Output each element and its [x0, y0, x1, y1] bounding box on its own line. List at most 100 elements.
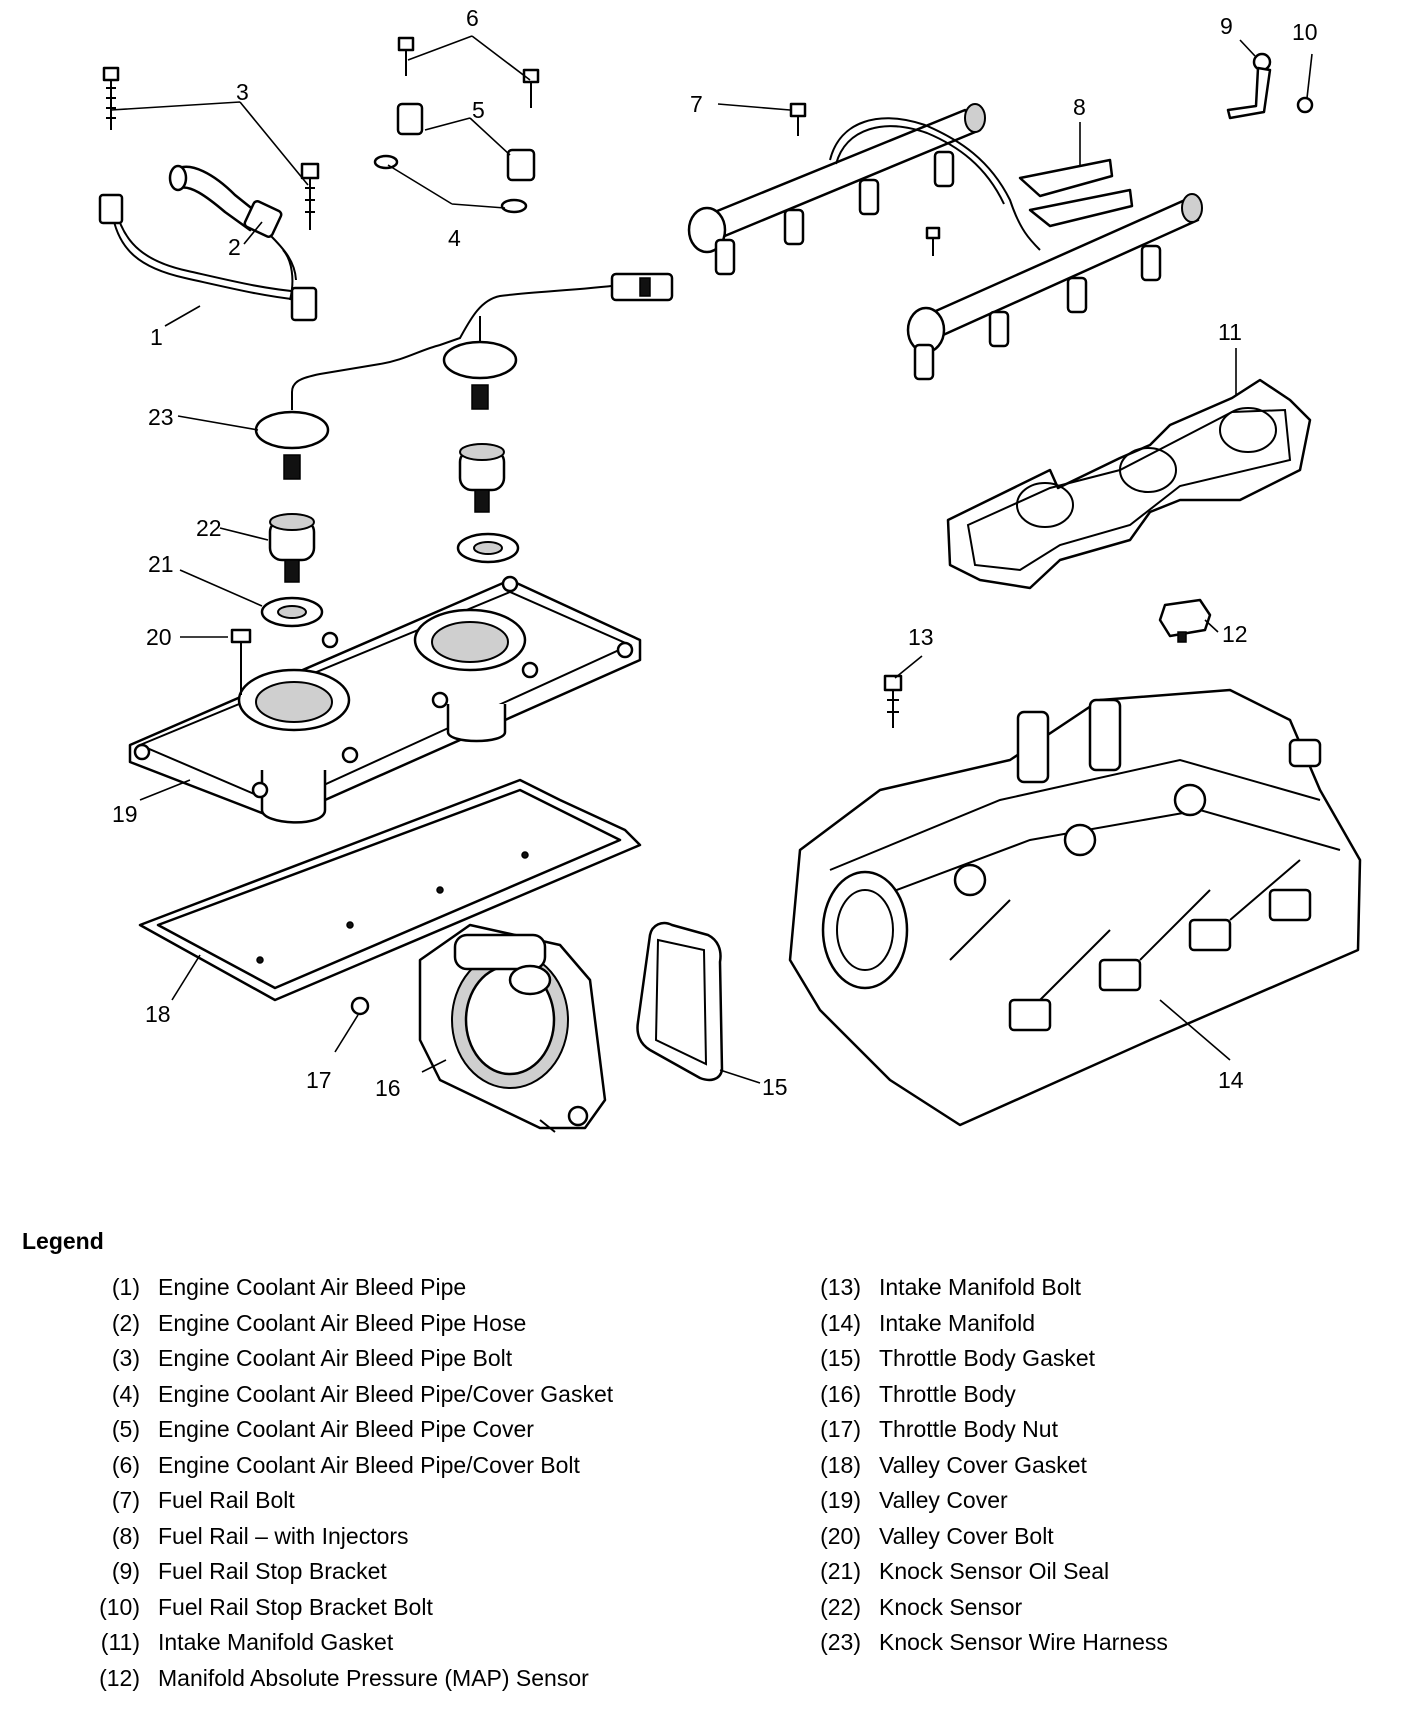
legend-item-label: Engine Coolant Air Bleed Pipe: [158, 1274, 467, 1300]
legend-item-number: (8): [111, 1522, 140, 1549]
legend-item: (7) Fuel Rail Bolt: [62, 1487, 613, 1523]
legend-item-label: Throttle Body Nut: [879, 1416, 1058, 1442]
callout-13: 13: [908, 624, 934, 650]
legend-item-number: (14): [820, 1309, 861, 1336]
legend-left-column: (1) Engine Coolant Air Bleed Pipe (2) Engin…: [62, 1274, 613, 1700]
valley-cover: [128, 575, 642, 824]
intake-manifold-bolt: [883, 674, 903, 728]
fuel-rail-stop-bracket-bolt: [1296, 96, 1314, 114]
legend-item-label: Engine Coolant Air Bleed Pipe Hose: [158, 1309, 527, 1336]
exploded-parts-diagram: 1 2 3 4 5 6 7 8 9 10 11 12 13 14 15 16 1…: [98, 5, 1362, 1133]
legend-item-number: (2): [111, 1309, 140, 1336]
coolant-air-bleed-pipe-hose: [168, 164, 297, 281]
callout-8: 8: [1073, 94, 1086, 120]
legend-item: (10) Fuel Rail Stop Bracket Bolt: [62, 1594, 613, 1630]
callout-4: 4: [448, 225, 461, 251]
callout-14: 14: [1218, 1067, 1244, 1093]
legend-item-label: Engine Coolant Air Bleed Pipe/Cover Gask…: [158, 1380, 614, 1407]
legend-item-label: Valley Cover: [879, 1487, 1008, 1513]
legend-item: (21) Knock Sensor Oil Seal: [795, 1558, 1168, 1594]
legend-item-number: (23): [820, 1629, 861, 1655]
legend-item-label: Fuel Rail Bolt: [158, 1487, 295, 1513]
callout-23: 23: [148, 404, 174, 430]
legend-item-number: (12): [99, 1664, 140, 1691]
legend-item-label: Engine Coolant Air Bleed Pipe Bolt: [158, 1345, 513, 1371]
legend-item: (9)Fuel Rail Stop Bracket: [62, 1558, 613, 1594]
legend-item-number: (21): [820, 1558, 861, 1584]
legend-item-number: (3): [111, 1345, 140, 1371]
callout-11: 11: [1218, 319, 1242, 345]
fuel-rail-bolt: [789, 102, 941, 256]
callout-2: 2: [228, 234, 241, 260]
callout-10: 10: [1292, 19, 1318, 45]
callout-18: 18: [145, 1001, 171, 1027]
legend-item: (16)Throttle Body: [795, 1381, 1168, 1417]
legend-item: (19) Valley Cover: [795, 1487, 1168, 1523]
callout-19: 19: [112, 801, 138, 827]
callout-21: 21: [148, 551, 174, 577]
legend-item: (18) Valley Cover Gasket: [795, 1452, 1168, 1488]
legend-item: (15) Throttle Body Gasket: [795, 1345, 1168, 1381]
legend-item: (4)Engine Coolant Air Bleed Pipe/Cover G…: [62, 1381, 613, 1417]
legend-item-number: (1): [111, 1274, 140, 1300]
callout-1: 1: [150, 324, 163, 350]
callout-20: 20: [146, 624, 172, 650]
legend-item: (2) Engine Coolant Air Bleed Pipe Hose: [62, 1310, 613, 1346]
intake-manifold: [788, 688, 1362, 1127]
knock-sensor-oil-seal: [260, 532, 520, 628]
legend-item-label: Fuel Rail – with Injectors: [158, 1522, 409, 1549]
legend-item-number: (22): [820, 1593, 861, 1620]
knock-sensor-wire-harness: [254, 272, 674, 480]
legend-item-number: (6): [111, 1451, 140, 1478]
leader-lines: [110, 35, 1313, 1084]
legend-item: (17) Throttle Body Nut: [795, 1416, 1168, 1452]
legend-item-number: (16): [820, 1380, 861, 1407]
legend-item-number: (15): [820, 1345, 861, 1371]
callout-3: 3: [236, 79, 249, 105]
legend-item-number: (18): [820, 1451, 861, 1478]
legend-item-number: (10): [99, 1593, 140, 1620]
coolant-air-bleed-pipe-bolt: [102, 66, 320, 230]
callout-17: 17: [306, 1067, 332, 1093]
fuel-rail-with-injectors: [687, 103, 1203, 381]
callout-7: 7: [690, 91, 703, 117]
legend-item: (5)Engine Coolant Air Bleed Pipe Cover: [62, 1416, 613, 1452]
legend-item-number: (13): [820, 1274, 861, 1300]
callout-22: 22: [196, 515, 222, 541]
fuel-injector: [714, 150, 1162, 381]
legend-item: (1) Engine Coolant Air Bleed Pipe: [62, 1274, 613, 1310]
legend-item: (23) Knock Sensor Wire Harness: [795, 1629, 1168, 1665]
legend-item-label: Manifold Absolute Pressure (MAP) Sensor: [158, 1664, 589, 1691]
throttle-body-nut: [350, 996, 370, 1016]
knock-sensor: [268, 443, 506, 583]
coolant-air-bleed-pipe-cover: [396, 102, 536, 182]
legend-item: (6) Engine Coolant Air Bleed Pipe/Cover B…: [62, 1452, 613, 1488]
legend-item: (12) Manifold Absolute Pressure (MAP) Sen…: [62, 1665, 613, 1701]
legend-item-number: (17): [820, 1416, 861, 1442]
callout-6: 6: [466, 5, 479, 31]
legend-item-label: Knock Sensor Wire Harness: [879, 1629, 1168, 1655]
legend-item-label: Intake Manifold: [879, 1309, 1035, 1336]
legend-item: (22) Knock Sensor: [795, 1594, 1168, 1630]
legend-item-label: Knock Sensor: [879, 1593, 1023, 1620]
legend-item-label: Engine Coolant Air Bleed Pipe/Cover Bolt: [158, 1451, 580, 1478]
legend-item-number: (20): [820, 1522, 861, 1549]
legend-title: Legend: [22, 1228, 104, 1254]
legend-item-label: Fuel Rail Stop Bracket Bolt: [158, 1593, 433, 1620]
legend-item-label: Intake Manifold Gasket: [158, 1629, 394, 1655]
legend-item-number: (7): [111, 1487, 140, 1513]
legend-item-label: Valley Cover Gasket: [879, 1451, 1087, 1478]
legend-item: (13)Intake Manifold Bolt: [795, 1274, 1168, 1310]
legend-item: (11)Intake Manifold Gasket: [62, 1629, 613, 1665]
map-sensor: [1158, 598, 1212, 643]
legend-item-label: Throttle Body Gasket: [879, 1345, 1096, 1371]
callout-12: 12: [1222, 621, 1248, 647]
legend-item: (3) Engine Coolant Air Bleed Pipe Bolt: [62, 1345, 613, 1381]
legend-right-column: (13)Intake Manifold Bolt(14) Intake Manif…: [795, 1274, 1168, 1665]
legend-item-number: (19): [820, 1487, 861, 1513]
legend-item-label: Fuel Rail Stop Bracket: [158, 1558, 387, 1584]
legend-item-number: (5): [111, 1416, 140, 1442]
coolant-pipe-cover-bolt: [397, 36, 540, 108]
legend-item-label: Knock Sensor Oil Seal: [879, 1558, 1110, 1584]
callout-15: 15: [762, 1074, 788, 1100]
